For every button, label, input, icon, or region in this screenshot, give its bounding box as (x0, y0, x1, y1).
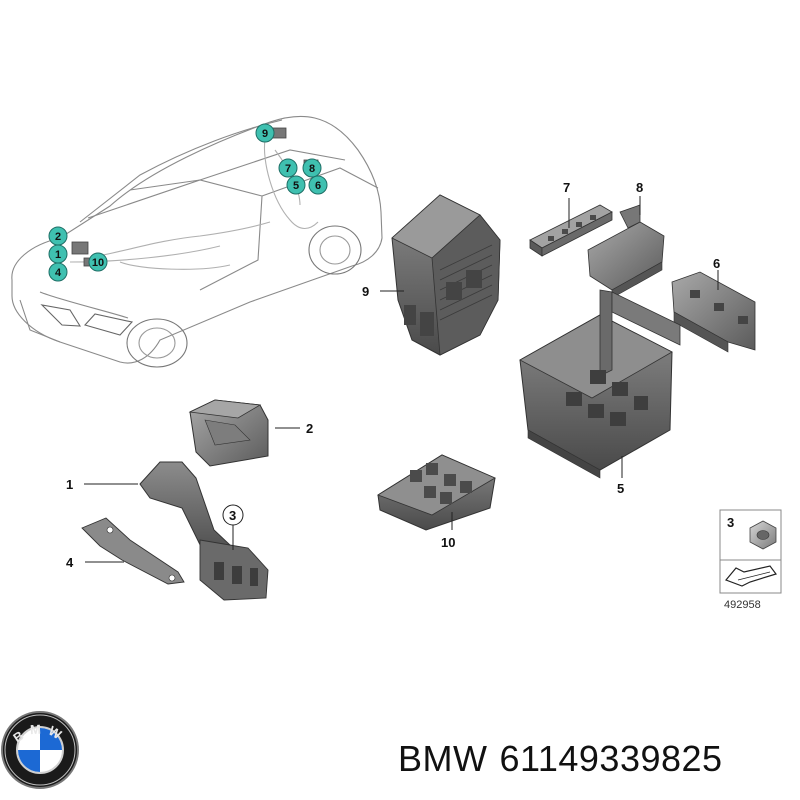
callout-10: 10 (441, 535, 455, 550)
callout-3-ring (222, 504, 244, 526)
location-badge-label: 7 (285, 163, 291, 175)
legend-number: 3 (727, 515, 734, 530)
part-6-bracket (671, 271, 756, 353)
part-5-fuse-carrier (519, 289, 681, 479)
location-badge-circle (302, 158, 322, 178)
part-number: 61149339825 (499, 738, 723, 779)
callout-2: 2 (306, 421, 313, 436)
callout-9: 9 (362, 284, 369, 299)
callout-1: 1 (66, 477, 73, 492)
location-badge-label: 4 (55, 267, 62, 279)
callout-7: 7 (563, 180, 570, 195)
callout-labels: 7 8 6 9 5 2 1 4 10 3 (66, 180, 720, 570)
callout-8: 8 (636, 180, 643, 195)
location-badge-circle (48, 262, 68, 282)
hex-nut-icon (749, 520, 777, 550)
location-badge-label: 1 (55, 249, 61, 261)
callout-3: 3 (229, 508, 236, 523)
callout-5: 5 (617, 481, 624, 496)
diagram-reference-code: 492958 (724, 599, 761, 611)
car-location-badges: 9 7 85 6 2 1 4 10 (48, 123, 328, 282)
bmw-logo: BMW (1, 711, 79, 789)
part-1-holder (139, 461, 269, 601)
location-badge-circle (88, 252, 108, 272)
callout-4: 4 (66, 555, 74, 570)
part-8-cover (587, 204, 665, 299)
car-illustration (11, 115, 383, 368)
brand-name: BMW (398, 738, 488, 779)
part-9-body-domain-controller (391, 194, 501, 356)
part-7-connector-strip (529, 204, 613, 257)
part-2-relay (188, 399, 269, 467)
location-badge-label: 2 (55, 231, 61, 243)
location-badge-label: 10 (92, 257, 104, 269)
location-badge-circle (308, 175, 328, 195)
arrow-icon (724, 565, 777, 587)
part-4-plate (81, 517, 185, 585)
part-10-fuse-block (377, 454, 496, 531)
legend-box: 3 492958 (719, 509, 782, 611)
location-badge-circle (255, 123, 275, 143)
leader-lines (84, 196, 719, 563)
location-badge-label: 8 (309, 163, 315, 175)
location-badge-circle (278, 158, 298, 178)
part-number-caption: BMW 61149339825 (398, 738, 723, 780)
location-badge-circle (286, 175, 306, 195)
callout-6: 6 (713, 256, 720, 271)
location-badge-label: 5 (293, 180, 299, 192)
location-badge-label: 9 (262, 128, 268, 140)
location-badge-label: 6 (315, 180, 321, 192)
